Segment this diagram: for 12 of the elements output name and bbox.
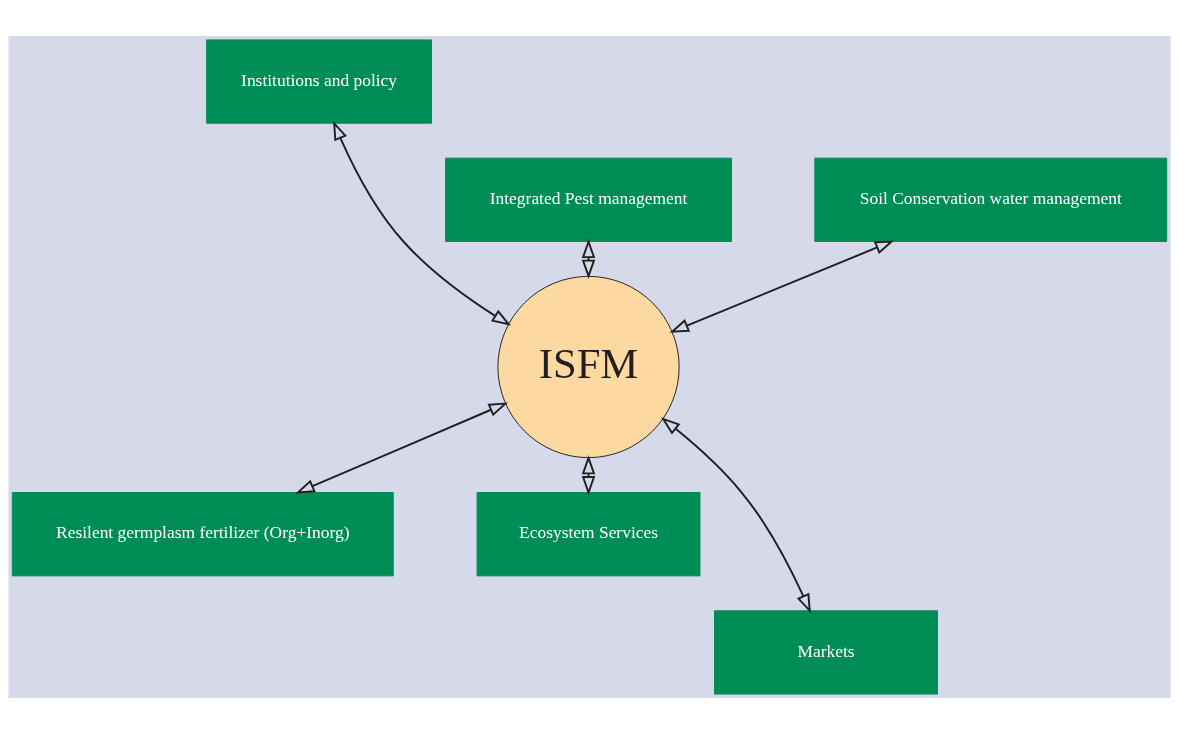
arrow <box>295 402 508 494</box>
node-box: Resilent germplasm fertilizer (Org+Inorg) <box>11 492 394 577</box>
arrow <box>669 240 895 333</box>
node-box: Institutions and policy <box>206 39 432 124</box>
arrow <box>581 454 596 496</box>
node-box: Ecosystem Services <box>476 492 701 577</box>
node-box: Integrated Pest management <box>445 157 732 242</box>
node-box: Markets <box>714 610 938 695</box>
arrow <box>581 238 596 280</box>
node-box: Soil Conservation water management <box>814 157 1168 242</box>
arrow <box>333 120 512 326</box>
arrow <box>660 417 811 614</box>
